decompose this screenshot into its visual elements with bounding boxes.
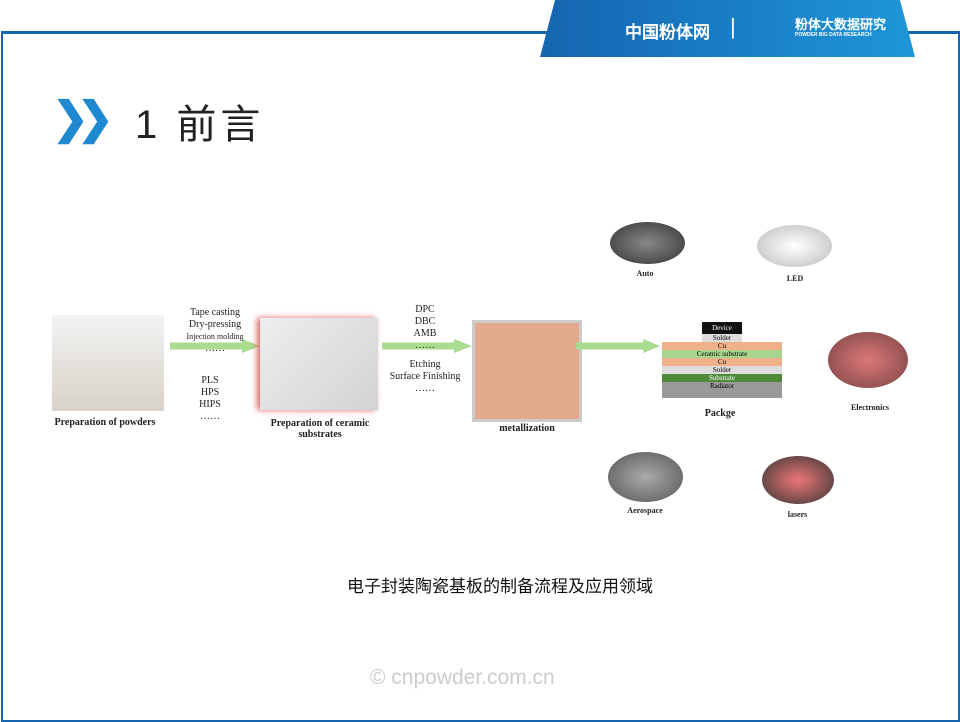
aerospace-image (608, 452, 683, 502)
package-diagram: Device Solder Cu Ceramic substrate Cu So… (662, 322, 782, 398)
app-electronics: Electronics (850, 403, 890, 412)
logo-cnpowder: 中国粉体网 (625, 23, 710, 42)
package-label: Packge (704, 408, 736, 419)
led-image (757, 225, 832, 267)
auto-image (610, 222, 685, 264)
slide-title: 1 前言 (135, 103, 265, 147)
ceramic-substrate-image (260, 318, 378, 410)
app-lasers: lasers (787, 510, 808, 519)
metallization-image (472, 320, 582, 422)
figure-caption: 电子封装陶瓷基板的制备流程及应用领域 (347, 577, 653, 596)
lasers-image (762, 456, 834, 504)
arrow (576, 339, 660, 353)
step3-label: metallization (499, 423, 555, 434)
arrow (170, 339, 260, 353)
electronics-image (828, 332, 908, 388)
app-led: LED (786, 274, 804, 283)
logo-bigdata-sub: POWDER BIG DATA RESEARCH (795, 32, 872, 38)
arrow (382, 339, 472, 353)
step2-label: Preparation of ceramic substrates (270, 418, 370, 440)
watermark: © cnpowder.com.cn (370, 666, 555, 689)
app-aerospace: Aerospace (627, 506, 663, 515)
powder-image (52, 315, 164, 411)
chevron-icon: ❯❯ (52, 94, 114, 143)
step1-label: Preparation of powders (54, 417, 156, 428)
header-banner: 中国粉体网 | 粉体大数据研究 POWDER BIG DATA RESEARCH (540, 0, 915, 57)
logo-bigdata: 粉体大数据研究 (795, 17, 887, 32)
app-auto: Auto (636, 269, 654, 278)
